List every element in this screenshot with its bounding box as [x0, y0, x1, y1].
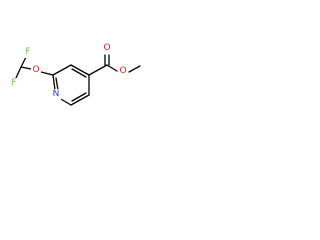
- label-bg-o-ether: [31, 65, 41, 76]
- nitrogen-atom-ring: N: [53, 89, 60, 99]
- bond-o-ring: [40, 71, 54, 76]
- oxygen-atom-ester: O: [119, 66, 126, 76]
- bond-carbonyl-o-ester: [106, 64, 118, 72]
- bond-c-f-bottom: [15, 66, 22, 79]
- bond-o-methyl: [128, 65, 141, 73]
- oxygen-atom-ether: O: [32, 65, 39, 75]
- fluorine-atom-bottom: F: [11, 78, 16, 88]
- bonds: [15, 54, 141, 106]
- label-bg-o-carbonyl: [102, 43, 112, 54]
- bond-ring-c3-c4: [70, 64, 90, 76]
- label-bg-o-ester: [118, 66, 128, 77]
- bond-ring-inner-c5-c6: [71, 92, 87, 102]
- label-bg-f-bottom: [9, 78, 19, 89]
- molecule-structure: F F O N O O: [9, 43, 141, 106]
- oxygen-atom-carbonyl: O: [103, 43, 110, 53]
- molecule-canvas: F F O N O O: [0, 0, 152, 152]
- bond-ring-c5-c6: [70, 94, 90, 106]
- fluorine-atom-top: F: [25, 47, 30, 57]
- bond-ring-n-c2: [52, 74, 56, 91]
- label-bg-n-ring: [51, 89, 61, 100]
- bond-ring-inner-c3-c4: [71, 68, 87, 78]
- atom-labels: F F O N O O: [9, 43, 128, 100]
- bond-c-f-top: [20, 56, 27, 68]
- label-bg-f-top: [23, 47, 33, 58]
- bond-ring-c2-c3: [52, 64, 72, 76]
- bond-c4-carbonyl: [88, 64, 108, 76]
- bond-ring-inner-n-c2: [55, 77, 59, 91]
- bond-c-o-ether: [20, 66, 32, 70]
